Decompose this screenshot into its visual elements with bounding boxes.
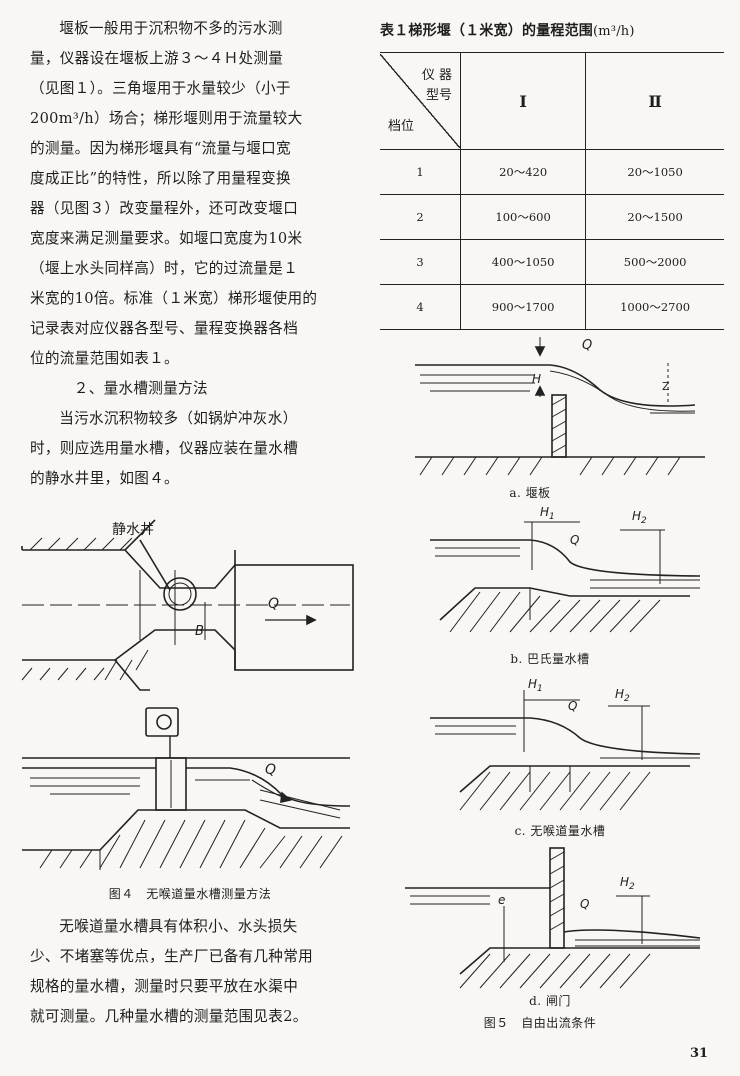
gear-cell: 4 <box>380 284 461 330</box>
gear-cell: 1 <box>380 149 461 195</box>
text-line: 度成正比”的特性，所以除了用量程变换 <box>30 170 291 187</box>
table-header-row: 仪 器 型号 档位 Ⅰ Ⅱ <box>380 52 724 150</box>
text-line: 米宽的10倍。标准（１米宽）梯形堰使用的 <box>30 290 318 307</box>
text-line: 堰板一般用于沉积物不多的污水测 <box>59 20 283 37</box>
label-stilling-well: 静水井 <box>112 522 154 538</box>
range-cell: 400～1050 <box>459 239 586 285</box>
label-q-plan: Q <box>268 596 279 612</box>
figure-4-flume-diagram: 静水井 B Q <box>21 519 354 870</box>
text-line: 无喉道量水槽具有体积小、水头损失 <box>59 918 298 935</box>
range-cell: 100～600 <box>459 194 586 240</box>
label-q: Q <box>570 533 579 547</box>
text-line: 器（见图３）改变量程外，还可改变堰口 <box>30 200 299 217</box>
label-q: Q <box>582 338 592 353</box>
label-h2: H2 <box>620 875 635 892</box>
text-line: 记录表对应仪器各型号、量程变换器各档 <box>30 320 299 337</box>
text-line: 的静水井里，如图４。 <box>30 470 179 487</box>
gear-cell: 2 <box>380 194 461 240</box>
range-cell: 900～1700 <box>459 284 586 330</box>
text-line: （见图１）。三角堰用于水量较少（小于 <box>30 80 291 97</box>
label-h: H <box>532 372 541 386</box>
label-e: e <box>498 893 505 907</box>
column-header-i: Ⅰ <box>459 52 586 150</box>
table-row: 3 400～1050 500～2000 <box>380 239 724 285</box>
label-q: Q <box>568 699 577 713</box>
text-line: 位的流量范围如表１。 <box>30 350 179 367</box>
section-heading: ２、量水槽测量方法 <box>73 380 208 397</box>
gear-cell: 3 <box>380 239 461 285</box>
figure-4-caption: 图４ 无喉道量水槽测量方法 <box>108 887 272 901</box>
table-row: 2 100～600 20～1500 <box>380 194 724 240</box>
label-b: B <box>195 624 204 639</box>
table-row: 4 900～1700 1000～2700 <box>380 284 724 330</box>
table-1-title: 表１梯形堰（１米宽）的量程范围(m³/h) <box>380 20 720 40</box>
paragraph-flume: 无喉道量水槽具有体积小、水头损失 少、不堵塞等优点，生产厂已备有几种常用 规格的… <box>30 912 358 1032</box>
corner-label-gear: 档位 <box>388 119 415 134</box>
figure-5c-throatless-flume: H1 H2 Q <box>430 677 701 811</box>
text-line: 200m³/h）场合；梯形堰则用于流量较大 <box>30 110 303 127</box>
label-h1: H1 <box>528 677 543 694</box>
text-line: 规格的量水槽，测量时只要平放在水渠中 <box>30 978 299 995</box>
figure-5d-sluice-gate: e Q H2 <box>405 847 701 989</box>
table-1: 仪 器 型号 档位 Ⅰ Ⅱ 1 20～420 20～1050 2 100～600… <box>380 52 724 330</box>
label-h2: H2 <box>632 509 647 526</box>
text-line: （堰上水头同样高）时，它的过流量是１ <box>30 260 299 277</box>
paragraph-weir-intro: 堰板一般用于沉积物不多的污水测 量，仪器设在堰板上游３～４Ｈ处测量 （见图１）。… <box>30 14 358 494</box>
label-h2: H2 <box>615 687 630 704</box>
page-number: 31 <box>690 1046 709 1061</box>
label-h1: H1 <box>540 505 555 522</box>
range-cell: 1000～2700 <box>585 284 724 330</box>
figure-5-caption: 图５ 自由出流条件 <box>483 1016 597 1030</box>
figure-5a-weir-plate: H Q Z <box>415 337 705 476</box>
table-title-text: 表１梯形堰（１米宽）的量程范围 <box>380 23 593 39</box>
table-unit: (m³/h) <box>593 24 635 39</box>
table-corner-cell: 仪 器 型号 档位 <box>380 52 461 150</box>
text-line: 当污水沉积物较多（如锅炉冲灰水） <box>59 410 298 427</box>
text-line: 量，仪器设在堰板上游３～４Ｈ处测量 <box>30 50 284 67</box>
figure-5a-label: a. 堰板 <box>509 486 551 500</box>
range-cell: 500～2000 <box>585 239 724 285</box>
text-line: 的测量。因为梯形堰具有“流量与堰口宽 <box>30 140 291 157</box>
text-line: 宽度来满足测量要求。如堰口宽度为10米 <box>30 230 303 247</box>
svg-text:Z: Z <box>662 380 670 393</box>
range-cell: 20～1050 <box>585 149 724 195</box>
range-cell: 20～1500 <box>585 194 724 240</box>
text-line: 少、不堵塞等优点，生产厂已备有几种常用 <box>30 948 313 965</box>
table-row: 1 20～420 20～1050 <box>380 149 724 195</box>
corner-label-instrument: 仪 器 <box>421 68 452 83</box>
corner-label-model: 型号 <box>425 88 452 103</box>
figure-5c-label: c. 无喉道量水槽 <box>514 824 606 838</box>
range-cell: 20～420 <box>459 149 586 195</box>
text-line: 就可测量。几种量水槽的测量范围见表2。 <box>30 1008 308 1025</box>
figure-5b-parshall-flume: H1 H2 Q <box>430 505 701 633</box>
label-q-elevation: Q <box>265 762 276 778</box>
label-q: Q <box>580 897 589 911</box>
figure-5b-label: b. 巴氏量水槽 <box>510 652 590 666</box>
text-line: 时，则应选用量水槽，仪器应装在量水槽 <box>30 440 299 457</box>
figure-5d-label: d. 闸门 <box>529 994 571 1008</box>
column-header-ii: Ⅱ <box>585 52 724 150</box>
